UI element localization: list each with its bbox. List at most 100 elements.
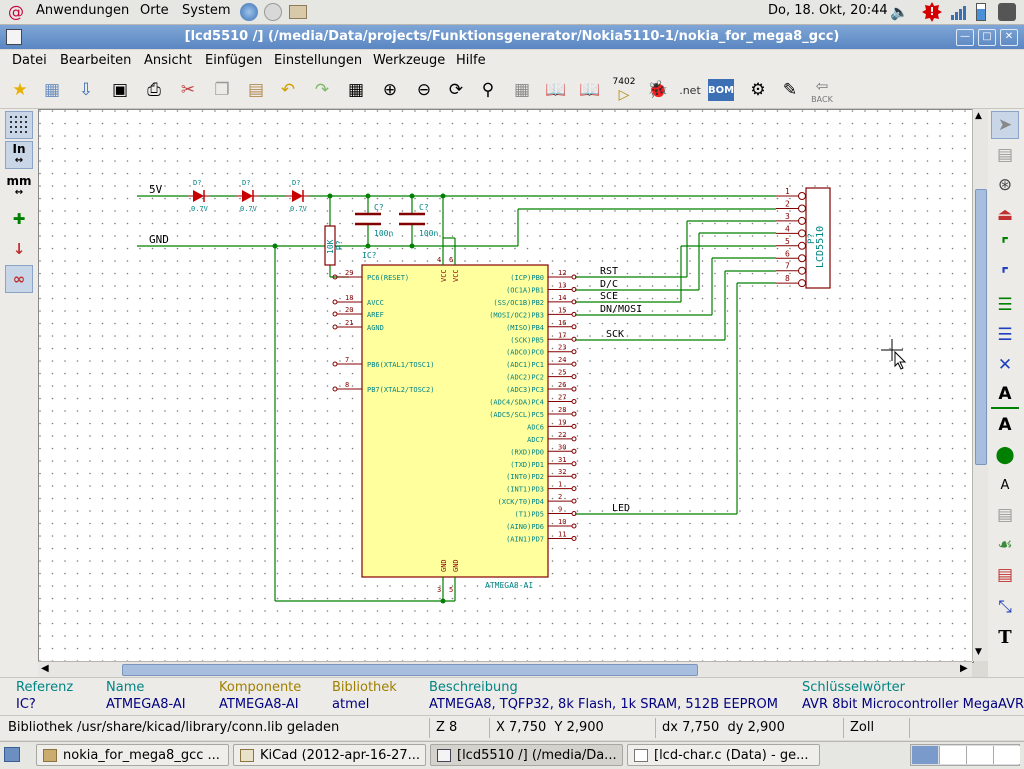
graphic-line-icon[interactable]: ⤡ [998,597,1012,617]
menu-view[interactable]: Ansicht [144,53,193,68]
ic-pin-right[interactable]: 30(RXD)PD0 [510,443,577,456]
copy-icon[interactable]: ❐ [214,80,230,100]
connector-pin[interactable]: 1 [776,187,806,200]
connector-pin[interactable]: 2 [776,199,806,213]
connector-pin[interactable]: 6 [776,249,806,263]
menu-insert[interactable]: Einfügen [205,53,263,68]
task-nokia-folder[interactable]: nokia_for_mega8_gcc ... [36,744,229,766]
pcbnew-icon[interactable]: ✎ [782,80,798,100]
net-label-5v[interactable]: 5V [149,183,163,196]
menu-tools[interactable]: Werkzeuge [373,53,446,68]
text-tool-icon[interactable]: T [998,626,1012,648]
zoom-in-icon[interactable]: ⊕ [382,80,398,100]
junction-icon[interactable]: ⬤ [995,445,1015,465]
scroll-left-arrow-icon[interactable]: ◀ [41,663,49,674]
volume-icon[interactable]: 🔈 [890,3,909,21]
net-label-dc[interactable]: D/C [600,279,618,290]
capacitor-2[interactable]: C? 100n [399,203,438,238]
ic-pin-right[interactable]: 23(ADC0)PC0 [506,344,577,357]
clock[interactable]: Do, 18. Okt, 20:44 [768,3,888,18]
hierarchy-navigator-icon[interactable]: ▦ [513,80,531,100]
library-browser-icon[interactable]: 📖 [579,80,601,100]
clock-app-icon[interactable] [264,3,282,21]
horizontal-scrollbar[interactable]: ◀ ▶ [38,661,972,678]
library-editor-icon[interactable]: 📖 [545,80,567,100]
grid-toggle-icon[interactable] [5,111,33,139]
menu-file[interactable]: Datei [12,53,47,68]
ic-pin-right[interactable]: 1(INT1)PD3 [506,481,577,494]
net-label-led[interactable]: LED [612,503,630,514]
ic-pin-right[interactable]: 25(ADC2)PC2 [506,369,577,382]
cut-icon[interactable]: ✂ [180,80,196,100]
net-label-sck[interactable]: SCK [606,329,624,340]
close-button[interactable]: ✕ [1000,29,1018,46]
schematic-drawing[interactable]: 5V GND D? 0.7V D? 0.7V D? 0.7V [39,110,973,662]
sheet-pin-icon[interactable]: ▤ [996,565,1014,585]
ic-pin-right[interactable]: 14(SS/OC1B)PB2 [493,294,577,307]
bom-icon[interactable]: BOM [708,79,734,101]
ic-pin-right[interactable]: 10(AIN0)PD6 [506,518,577,531]
diode-1[interactable]: D? 0.7V [187,179,210,213]
place-wire-icon[interactable]: ⌜ [1001,235,1009,255]
horizontal-scroll-thumb[interactable] [122,664,698,676]
connector-pin[interactable]: 3 [776,212,806,225]
capacitor-1[interactable]: C? 100n [355,203,393,238]
ic-pin-right[interactable]: 2(XCK/T0)PD4 [498,493,577,506]
resistor[interactable]: 10K R? [324,225,344,266]
places-menu[interactable]: Orte [140,3,169,18]
hierarchical-sheet-icon[interactable]: ▤ [996,505,1014,525]
hidden-pins-icon[interactable]: ↓ [12,240,26,258]
menu-help[interactable]: Hilfe [456,53,486,68]
network-signal-icon[interactable] [950,4,968,20]
netlist-icon[interactable]: .net [679,83,701,97]
hierarchical-label-icon[interactable]: A [1000,477,1010,493]
ic-pin-right[interactable]: 16(MISO)PB4 [506,319,577,332]
bus-entry-bus-icon[interactable]: ☰ [997,325,1013,345]
import-sheet-pin-icon[interactable]: ☙ [997,535,1013,555]
menu-edit[interactable]: Bearbeiten [60,53,132,68]
task-gedit[interactable]: [lcd-char.c (Data) - ge... [627,744,820,766]
workspace-1[interactable] [912,746,938,764]
task-eeschema[interactable]: [lcd5510 /] (/media/Da... [430,744,623,766]
connector-pin[interactable]: 7 [776,262,806,275]
workspace-2[interactable] [939,746,966,764]
workspace-3[interactable] [966,746,993,764]
ic-pin-right[interactable]: 32(INT0)PD2 [506,468,577,481]
show-desktop-icon[interactable] [4,747,20,762]
system-menu[interactable]: System [182,3,231,18]
zoom-fit-icon[interactable]: ⚲ [481,80,495,100]
bus-entry-wire-icon[interactable]: ☰ [997,295,1013,315]
scroll-right-arrow-icon[interactable]: ▶ [960,663,968,674]
ic-pin-right[interactable]: 17(SCK)PB5 [510,331,577,344]
schematic-canvas[interactable]: 5V GND D? 0.7V D? 0.7V D? 0.7V [38,109,974,663]
erc-icon[interactable]: 🐞 [647,80,669,100]
window-titlebar[interactable]: [lcd5510 /] (/media/Data/projects/Funkti… [0,25,1024,49]
cvpcb-icon[interactable]: ⚙ [750,80,766,100]
vertical-scroll-thumb[interactable] [975,189,987,465]
place-bus-icon[interactable]: ⌜ [1001,265,1009,285]
window-app-icon[interactable] [6,29,22,45]
back-annotate-icon[interactable]: ⇦BACK [811,76,833,104]
ic-pin-right[interactable]: 12(ICP)PB0 [510,269,577,282]
ic-pin-right[interactable]: 27(ADC4/SDA)PC4 [489,394,577,407]
ic-pin-right[interactable]: 24(ADC1)PC1 [506,356,577,369]
minimize-button[interactable]: — [956,29,974,46]
battery-icon[interactable] [976,3,986,21]
zoom-out-icon[interactable]: ⊖ [416,80,432,100]
applications-menu[interactable]: Anwendungen [36,3,130,18]
place-power-icon[interactable]: ⏏ [996,205,1014,225]
redo-icon[interactable]: ↷ [314,80,330,100]
net-label-dn-mosi[interactable]: DN/MOSI [600,304,642,315]
ic-pin-right[interactable]: 26(ADC3)PC3 [506,381,577,394]
update-alert-icon[interactable]: ! [922,2,942,22]
ic-pin-right[interactable]: 15(MOSI/OC2)PB3 [489,306,577,319]
ic-pin-right[interactable]: 11(AIN1)PD7 [506,530,577,543]
maximize-button[interactable]: □ [978,29,996,46]
global-label-icon[interactable]: A [998,415,1012,435]
wire-angle-icon[interactable]: ∞ [5,265,33,293]
menu-settings[interactable]: Einstellungen [274,53,363,68]
